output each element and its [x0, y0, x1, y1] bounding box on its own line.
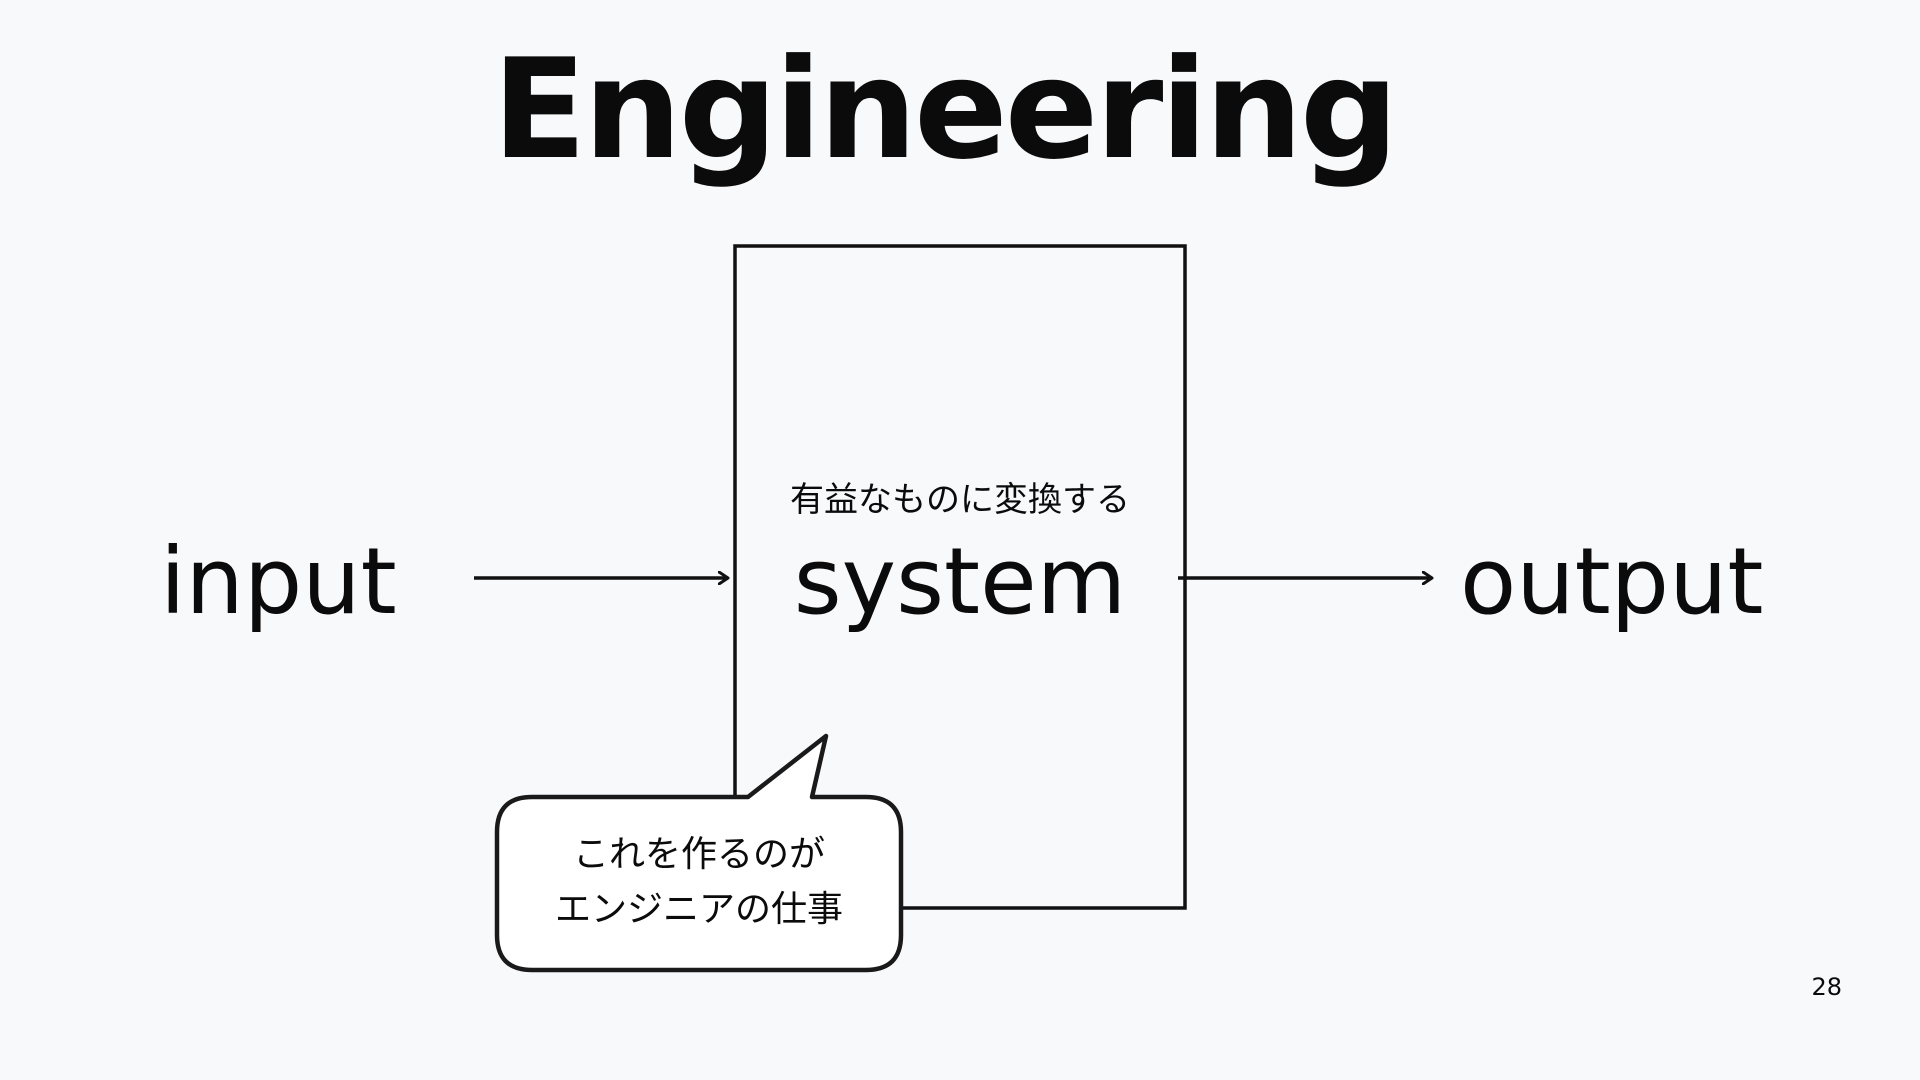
input-label: input — [160, 528, 397, 635]
slide-title: Engineering — [492, 29, 1398, 190]
system-label: system — [793, 528, 1127, 635]
system-caption: 有益なものに変換する — [790, 480, 1130, 520]
speech-bubble-text: これを作るのが エンジニアの仕事 — [496, 827, 902, 937]
page-number: 28 — [1811, 973, 1842, 1001]
speech-bubble-line-1: これを作るのが — [572, 834, 825, 875]
speech-bubble-line-2: エンジニアの仕事 — [554, 889, 843, 930]
output-label: output — [1460, 528, 1764, 635]
speech-bubble — [494, 733, 904, 973]
